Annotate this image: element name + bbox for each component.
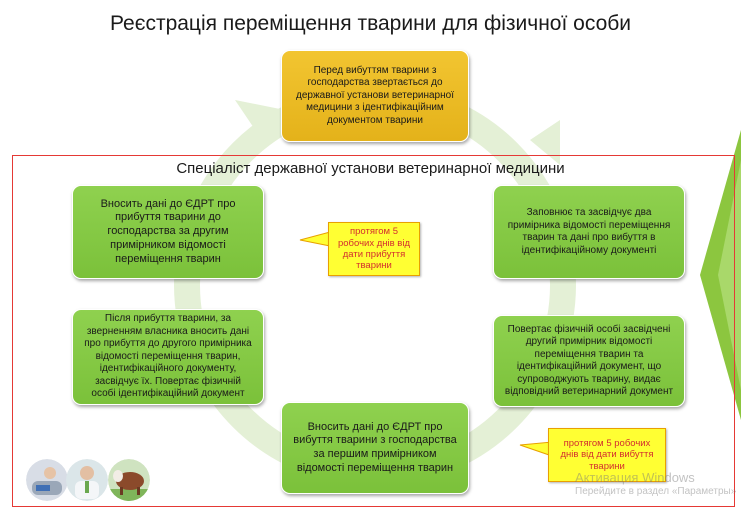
photo-doctor: [66, 459, 108, 501]
cycle-arrowhead-top: [235, 100, 285, 140]
cycle-arrowhead-right: [530, 120, 560, 165]
arrival-deadline-note: протягом 5 робочих днів від дати прибутт…: [328, 222, 420, 276]
step-arrival-update: Після прибуття тварини, за зверненням вл…: [72, 309, 264, 405]
step-owner-applies: Перед вибуттям тварини з господарства зв…: [281, 50, 469, 142]
watermark-line1: Активация Windows: [575, 470, 695, 485]
step-fill-certify: Заповнює та засвідчує два примірника від…: [493, 185, 685, 279]
watermark-line2: Перейдите в раздел «Параметры»: [575, 485, 737, 497]
specialist-frame: [12, 155, 735, 507]
specialist-subtitle: Спеціаліст державної установи ветеринарн…: [176, 160, 565, 177]
photo-strip: [24, 459, 154, 507]
activation-watermark: Активация Windows Перейдите в раздел «Па…: [575, 470, 736, 498]
departure-deadline-note: протягом 5 робочих днів від дати вибуття…: [548, 428, 666, 482]
photo-cow: [108, 459, 150, 501]
step-register-departure: Вносить дані до ЄДРТ про вибуття тварини…: [281, 402, 469, 494]
page-title: Реєстрація переміщення тварини для фізич…: [109, 12, 632, 35]
photo-veterinarian: [26, 459, 68, 501]
step-register-arrival: Вносить дані до ЄДРТ про прибуття тварин…: [72, 185, 264, 279]
step-return-documents: Повертає фізичній особі засвідчені други…: [493, 315, 685, 407]
